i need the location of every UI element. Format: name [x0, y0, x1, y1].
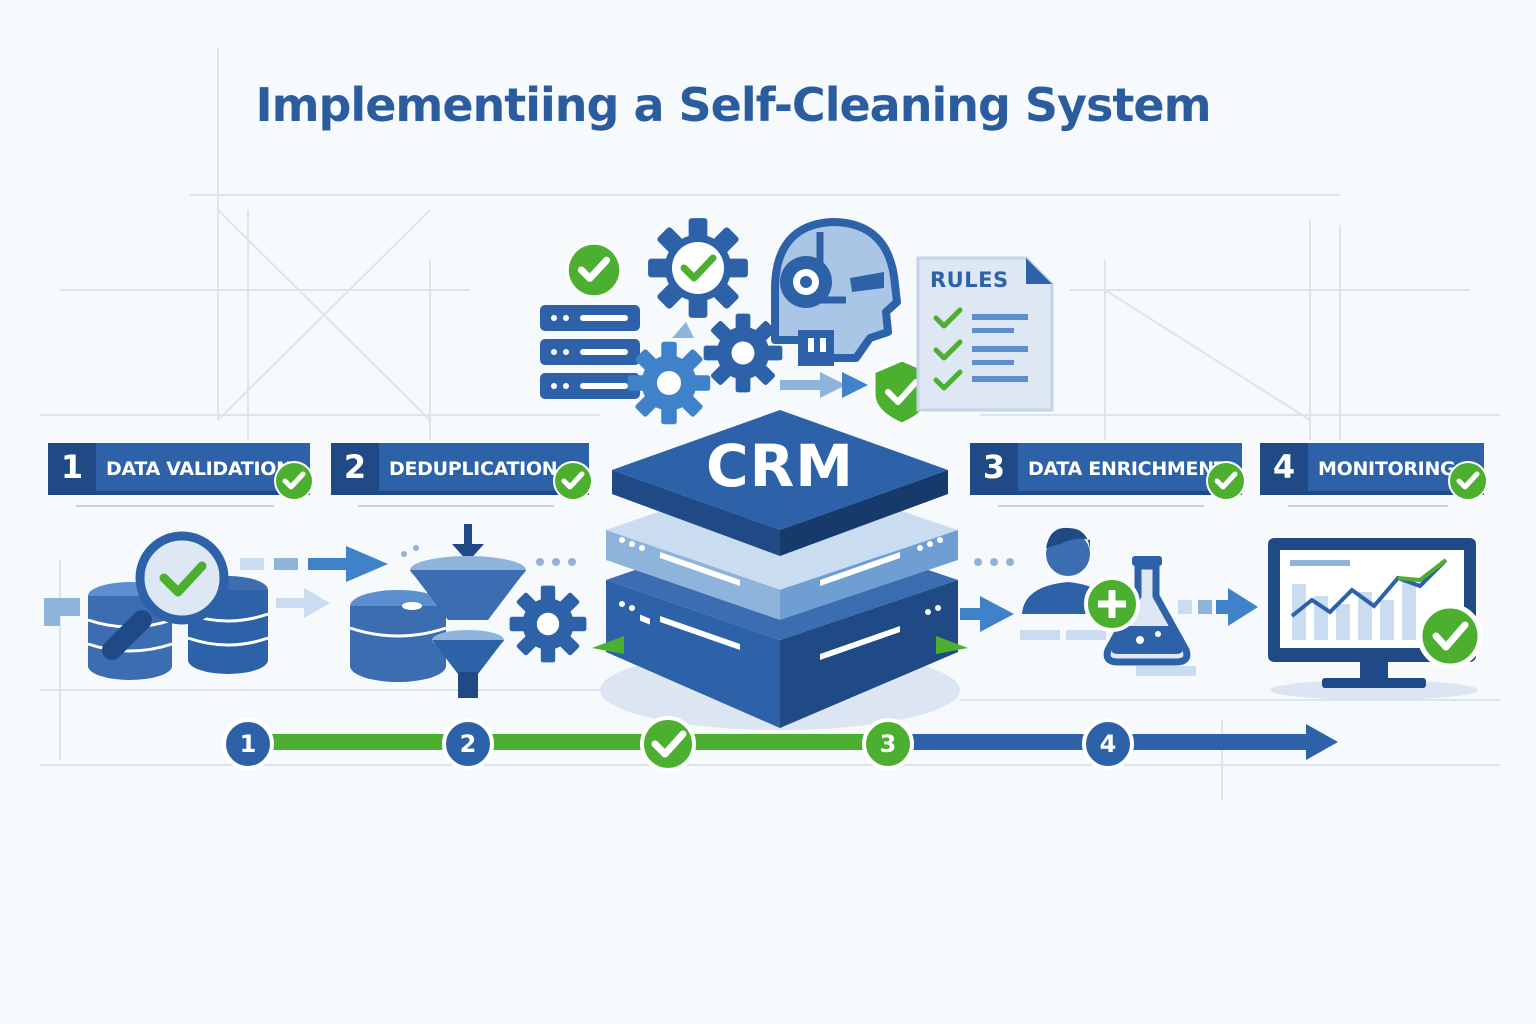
timeline-number: 4: [1099, 730, 1117, 758]
cycle-arrow-icon: [672, 322, 694, 338]
funnel-icon: [349, 524, 526, 698]
flow-arrow-icon: [780, 372, 868, 398]
flask-icon: [1084, 556, 1191, 666]
timeline-marker: [442, 718, 494, 770]
step-label: DEDUPLICATION: [389, 458, 558, 480]
divider: [76, 505, 274, 507]
timeline-marker: [222, 718, 274, 770]
step-number: 3: [970, 443, 1018, 491]
flow-arrow-icon: [240, 546, 388, 618]
timeline-arrowhead: [1306, 724, 1338, 760]
step-label: DATA ENRICHMENT: [1028, 458, 1227, 480]
server-icon: [540, 305, 640, 399]
crm-label: CRM: [706, 432, 854, 500]
timeline-marker: [862, 718, 914, 770]
flow-arrow-icon: [1136, 588, 1258, 676]
timeline-marker: [1082, 718, 1134, 770]
divider: [358, 505, 554, 507]
step-label: DATA VALIDATION: [106, 458, 292, 480]
rules-label: RULES: [930, 268, 1009, 292]
rules-document-icon: [916, 256, 1054, 412]
robot-head-icon: [771, 218, 901, 366]
step-number: 4: [1260, 443, 1308, 491]
step-banner-deduplication: 2 DEDUPLICATION: [331, 443, 589, 495]
monitor-chart-icon: [1268, 538, 1483, 700]
step-banner-data-validation: 1 DATA VALIDATION: [48, 443, 310, 495]
gear-check-icon: [648, 218, 748, 318]
step-label: MONITORING: [1318, 458, 1456, 480]
dotted-connector: [536, 558, 576, 566]
step-banner-data-enrichment: 3 DATA ENRICHMENT: [970, 443, 1242, 495]
divider: [998, 505, 1204, 507]
flow-arrow-icon: [960, 558, 1106, 640]
diagram-title: Implementiing a Self-Cleaning System: [255, 78, 1211, 132]
timeline-number: 3: [879, 730, 897, 758]
database-search-icon: [44, 531, 269, 680]
step-number: 1: [48, 443, 96, 491]
divider: [1288, 505, 1448, 507]
timeline-number: 1: [239, 730, 257, 758]
timeline-number: 2: [459, 730, 477, 758]
step-banner-monitoring: 4 MONITORING: [1260, 443, 1484, 495]
timeline-check-icon: [640, 716, 696, 772]
step-number: 2: [331, 443, 379, 491]
